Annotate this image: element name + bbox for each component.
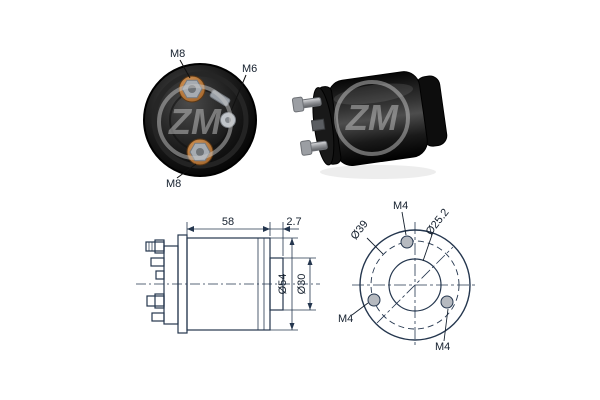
label-d25-2: Ø25.2 — [424, 207, 452, 238]
stud-end-bottom — [196, 148, 204, 156]
end-view-drawing — [351, 211, 478, 348]
arrowhead — [289, 238, 295, 245]
photo-hex-nut-bottom — [300, 139, 313, 156]
photo-shadow — [320, 165, 436, 179]
watermark-circle — [157, 84, 233, 160]
side-view-drawing — [136, 222, 320, 334]
leader-d25-2 — [422, 231, 434, 262]
end-centerline-diag — [376, 246, 454, 324]
arrowhead — [187, 226, 194, 232]
arrowhead — [307, 258, 313, 265]
label-m6: M6 — [242, 63, 257, 75]
watermark-text: ZM — [345, 97, 399, 138]
label-m4-left: M4 — [338, 313, 353, 325]
side-rear-boss — [269, 257, 284, 311]
side-nut-bottom — [154, 293, 165, 309]
front-face-ring-outer — [151, 71, 249, 169]
label-m4-right: M4 — [435, 341, 450, 353]
leader-m4-top — [401, 211, 407, 236]
side-nut-top — [154, 239, 165, 254]
leader-m6 — [230, 74, 247, 112]
arrowhead — [263, 226, 270, 232]
front-terminal-m8-bottom — [186, 138, 214, 166]
watermark-right: ZM — [334, 80, 410, 156]
watermark-left: ZM — [157, 84, 233, 160]
side-stud-2 — [150, 257, 165, 267]
label-m8-top: M8 — [170, 48, 185, 60]
arrowhead — [283, 226, 290, 232]
dim-text-58: 58 — [222, 216, 234, 228]
side-view-dim-texts: 58 2.7 Ø54 Ø30 — [222, 216, 308, 294]
label-m4-top: M4 — [393, 200, 408, 212]
end-hole-m4-top — [400, 235, 414, 249]
front-terminal-m6 — [220, 112, 236, 128]
arrowhead — [307, 303, 313, 310]
photo-middle-terminal — [310, 118, 326, 132]
dim-text-2-7: 2.7 — [286, 216, 301, 228]
side-stud-3 — [151, 312, 165, 322]
side-terminal-block — [163, 245, 179, 325]
solenoid-photo — [291, 71, 448, 179]
photo-hex-nut-top — [291, 96, 305, 113]
dim-text-d30: Ø30 — [296, 274, 308, 295]
watermark-text: ZM — [168, 101, 222, 142]
end-view-dim-texts: M4 Ø39 Ø25.2 M4 M4 — [338, 200, 452, 353]
leader-m4-left — [351, 302, 369, 316]
photo-body-group — [291, 71, 448, 167]
leader-m8-bottom — [176, 163, 197, 179]
leader-m4-right — [443, 308, 449, 342]
end-hole-m4-left — [367, 293, 381, 307]
watermark-circle — [334, 80, 410, 156]
leader-d39 — [366, 237, 384, 255]
label-m8-bottom: M8 — [166, 178, 181, 190]
side-lug — [155, 270, 165, 280]
arrowhead — [289, 323, 295, 330]
dim-text-d54: Ø54 — [277, 274, 289, 295]
end-hole-m4-right — [440, 295, 454, 309]
leader-m8-top — [179, 59, 191, 79]
